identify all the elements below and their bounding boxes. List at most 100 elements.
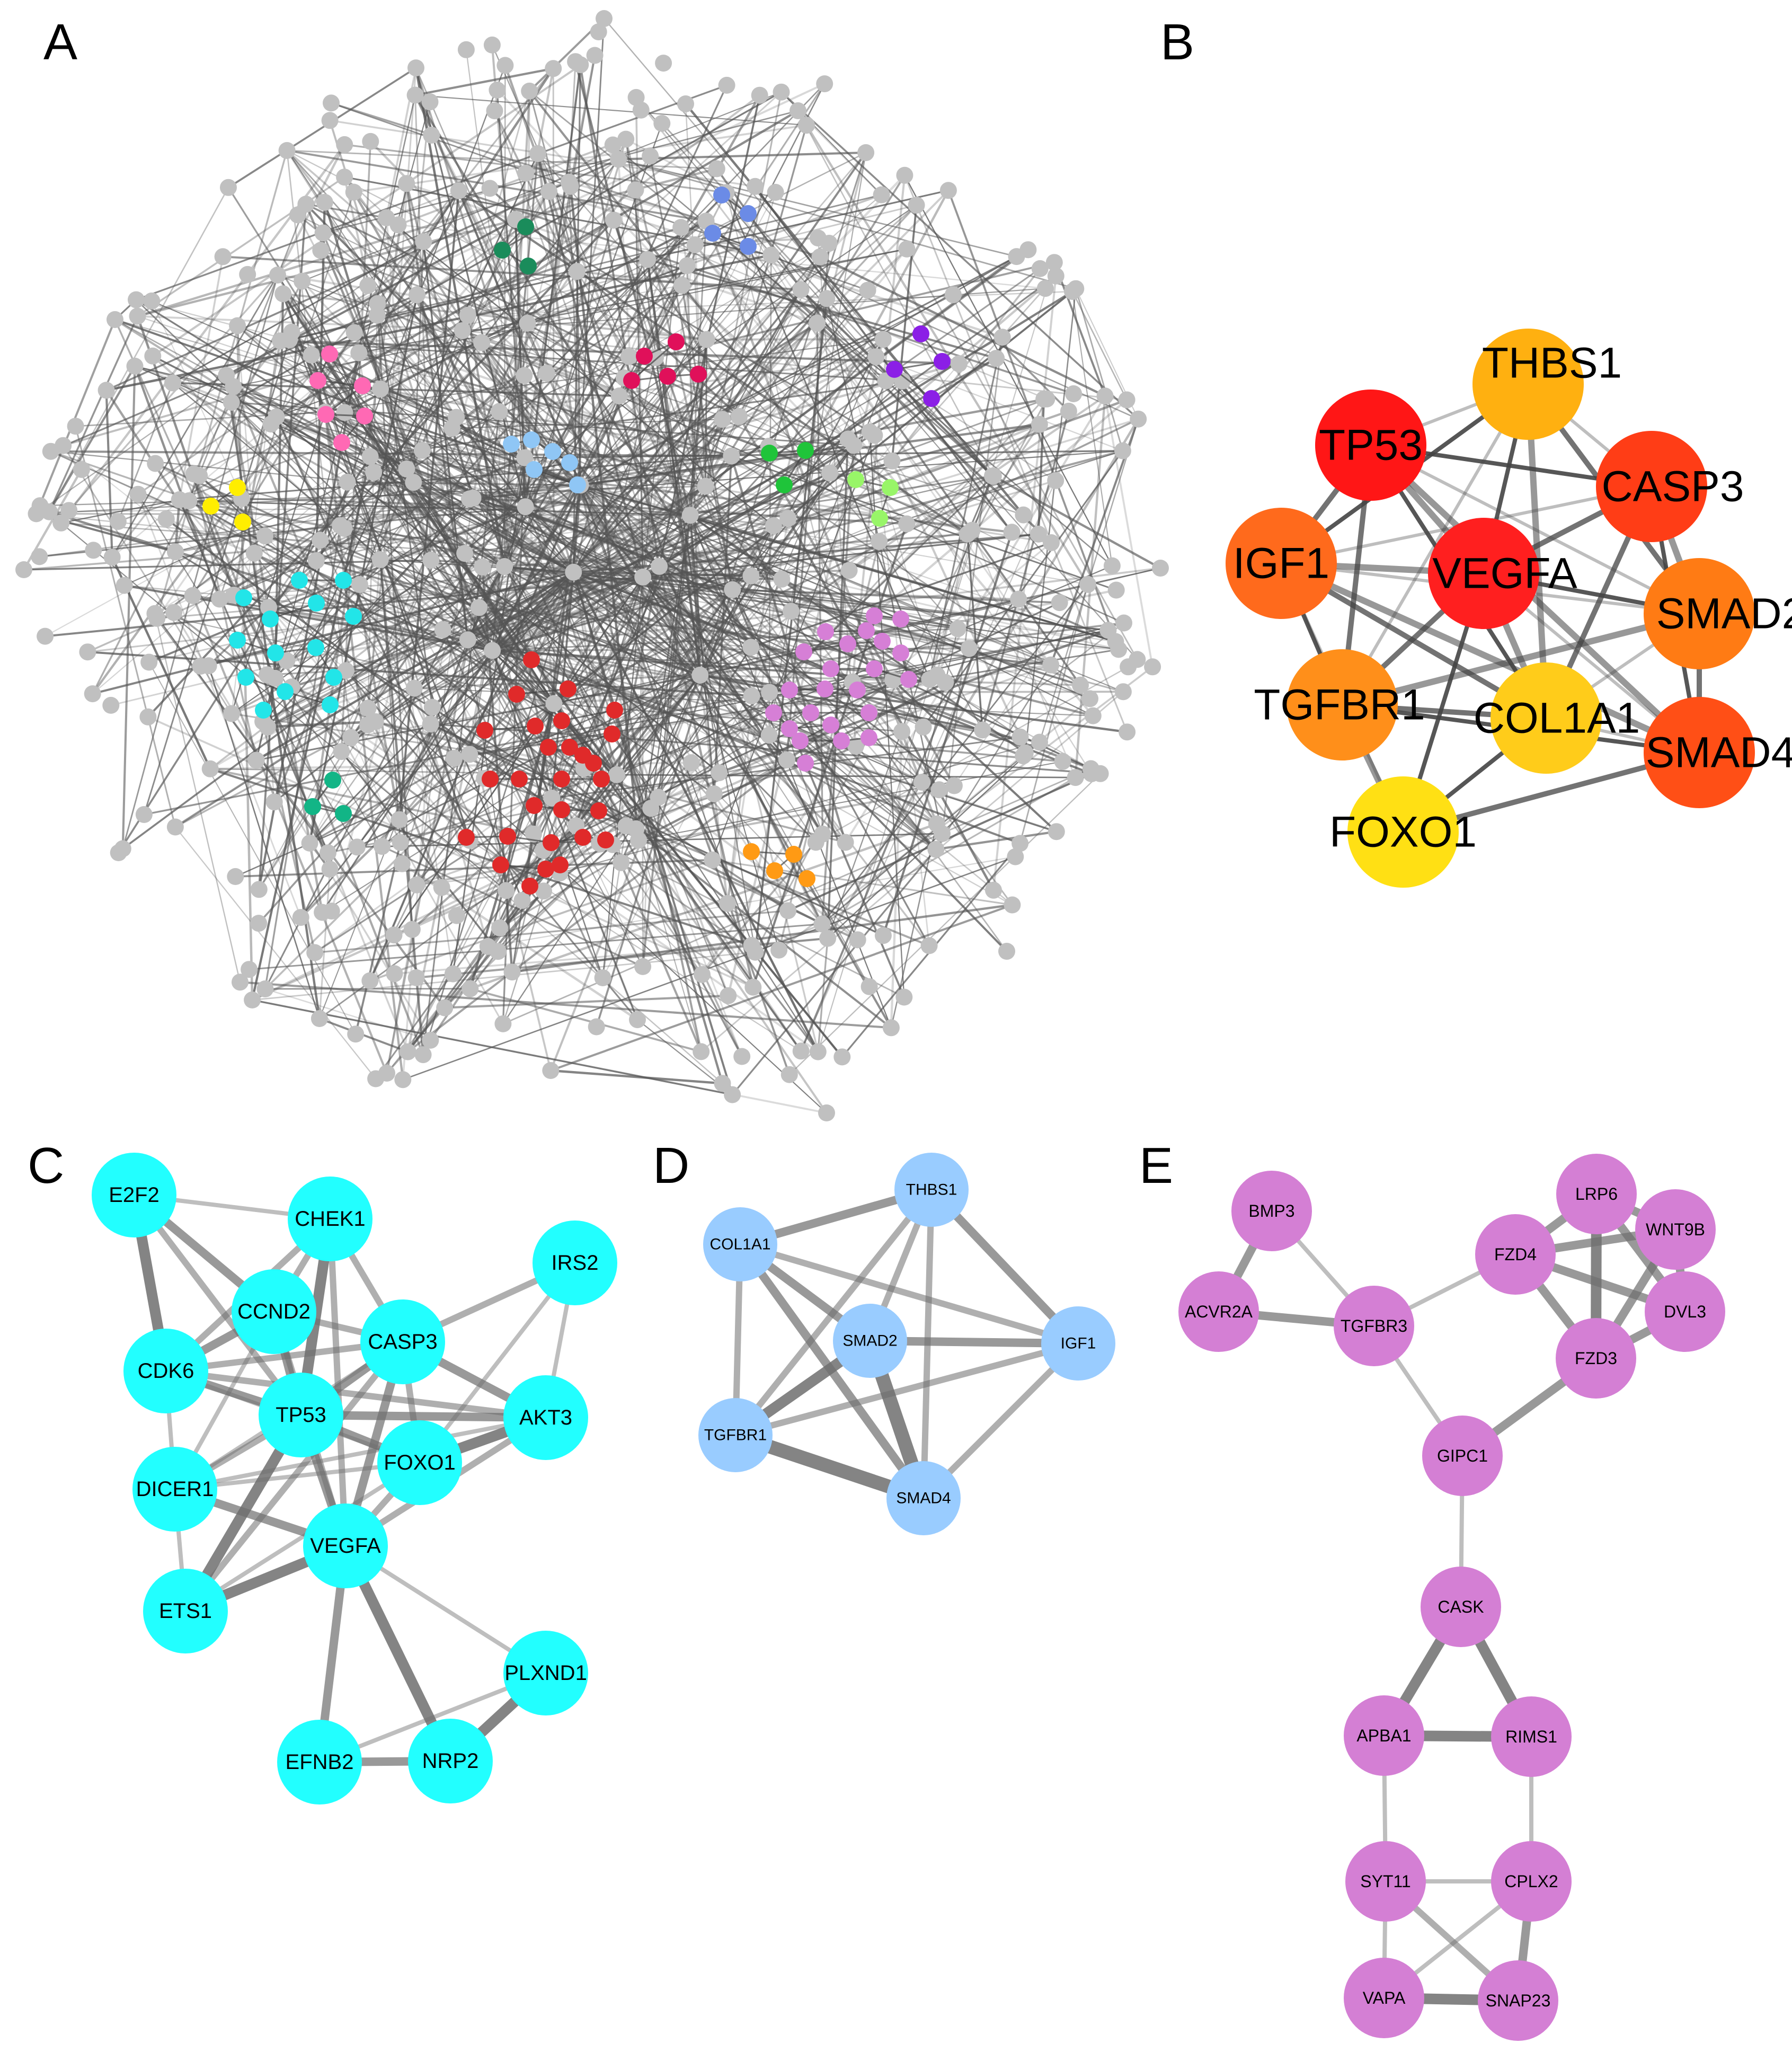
panel-e-node-acvr2a	[1178, 1271, 1259, 1352]
panel-letter-a: A	[43, 14, 77, 70]
panel-c-label-dicer1: DICER1	[136, 1478, 214, 1501]
panel-a-clusters	[202, 187, 951, 895]
panel-d-node-thbs1	[894, 1153, 969, 1227]
panel-c-edge-casp3-ets1	[183, 1340, 405, 1613]
panel-d-node-smad2	[833, 1304, 907, 1378]
panel-d-edge-col1a1-igf1	[739, 1241, 1079, 1347]
panel-c-node-casp3	[360, 1299, 445, 1384]
panel-e-label-tgfbr3: TGFBR3	[1341, 1316, 1407, 1335]
panel-b-edge-igf1-smad4	[1280, 560, 1701, 756]
panel-c-label-akt3: AKT3	[519, 1406, 572, 1429]
panel-e-network: BMP3LRP6WNT9BFZD4ACVR2ATGFBR3DVL3FZD3GIP…	[1178, 1154, 1725, 2041]
panel-c-label-plxnd1: PLXND1	[504, 1661, 587, 1685]
panel-c-label-chek1: CHEK1	[295, 1207, 365, 1231]
panel-e-node-vapa	[1344, 1958, 1424, 2038]
panel-c-label-irs2: IRS2	[552, 1251, 599, 1275]
panel-a-edges	[23, 17, 1161, 1114]
panel-c-label-vegfa: VEGFA	[310, 1534, 381, 1558]
panel-c-edge-akt3-dicer1	[174, 1416, 546, 1491]
panel-c-node-tp53	[259, 1373, 343, 1457]
panel-e-label-gipc1: GIPC1	[1437, 1446, 1488, 1465]
panel-c-node-efnb2	[277, 1720, 362, 1805]
panel-e-node-wnt9b	[1635, 1189, 1716, 1270]
panel-d-label-smad4: SMAD4	[896, 1490, 951, 1507]
panel-b-node-tp53	[1315, 390, 1426, 501]
panel-e-label-vapa: VAPA	[1363, 1988, 1406, 2007]
panel-c-node-akt3	[503, 1375, 588, 1460]
panel-b-edge-thbs1-tgfbr1	[1341, 383, 1530, 706]
panel-c-edge-foxo1-ets1	[184, 1461, 421, 1613]
panel-e-node-dvl3	[1645, 1271, 1725, 1352]
panel-b-edge-smad2-tgfbr1	[1341, 611, 1700, 708]
panel-e-node-rims1	[1491, 1696, 1572, 1777]
panel-b-label-tp53: TP53	[1319, 421, 1423, 470]
panel-a-network	[15, 10, 1169, 1121]
panel-e-label-syt11: SYT11	[1360, 1872, 1410, 1891]
panel-e-node-gipc1	[1422, 1416, 1503, 1496]
panel-e-node-syt11	[1345, 1841, 1426, 1922]
panel-b-label-foxo1: FOXO1	[1329, 808, 1477, 856]
panel-e-label-wnt9b: WNT9B	[1646, 1220, 1705, 1239]
panel-c-label-cdk6: CDK6	[138, 1359, 194, 1383]
panel-b-label-tgfbr1: TGFBR1	[1254, 681, 1425, 729]
panel-c-label-ccnd2: CCND2	[237, 1300, 311, 1323]
panel-c-node-foxo1	[377, 1420, 462, 1505]
panel-c-edge-chek1-vegfa	[327, 1218, 349, 1546]
panel-b-node-smad2	[1644, 558, 1755, 669]
panel-e-label-acvr2a: ACVR2A	[1185, 1302, 1253, 1321]
panel-c-node-irs2	[533, 1220, 617, 1305]
panel-letter-d: D	[653, 1137, 689, 1194]
panel-d-edge-thbs1-tgfbr1	[733, 1188, 934, 1437]
panel-b-label-casp3: CASP3	[1602, 463, 1744, 511]
panel-b-label-smad4: SMAD4	[1646, 729, 1792, 777]
panel-e-label-bmp3: BMP3	[1248, 1201, 1294, 1220]
panel-c-node-cdk6	[123, 1329, 208, 1413]
panel-e-label-snap23: SNAP23	[1486, 1991, 1551, 2010]
panel-b-node-vegfa	[1428, 518, 1539, 629]
panel-e-node-fzd3	[1556, 1318, 1636, 1399]
panel-b-node-thbs1	[1472, 329, 1584, 440]
panel-c-node-ets1	[143, 1569, 228, 1653]
panel-b-node-col1a1	[1491, 662, 1602, 774]
panel-c-node-vegfa	[303, 1503, 388, 1588]
panel-b-label-igf1: IGF1	[1233, 539, 1329, 588]
panel-e-label-cplx2: CPLX2	[1504, 1872, 1558, 1891]
panel-e-node-apba1	[1344, 1695, 1424, 1776]
panel-c-edge-cdk6-akt3	[165, 1368, 546, 1421]
panel-letter-b: B	[1160, 14, 1194, 70]
panel-b-node-foxo1	[1347, 776, 1459, 888]
panel-letter-e: E	[1139, 1137, 1173, 1194]
panel-c-node-ccnd2	[232, 1269, 316, 1354]
panel-d-label-col1a1: COL1A1	[709, 1236, 770, 1253]
panel-e-node-tgfbr3	[1334, 1286, 1414, 1366]
panel-c-label-e2f2: E2F2	[109, 1183, 159, 1207]
panel-e-node-fzd4	[1475, 1214, 1556, 1295]
panel-e-node-cplx2	[1491, 1841, 1572, 1922]
panel-c-label-foxo1: FOXO1	[384, 1451, 456, 1474]
panel-d-label-tgfbr1: TGFBR1	[704, 1427, 767, 1444]
panel-b-label-smad2: SMAD2	[1656, 590, 1792, 638]
panel-e-node-snap23	[1478, 1960, 1558, 2041]
panel-b-label-col1a1: COL1A1	[1474, 694, 1640, 742]
panel-b-node-tgfbr1	[1287, 649, 1398, 760]
panel-c-edge-e2f2-tp53	[131, 1193, 304, 1417]
panel-c-label-tp53: TP53	[276, 1403, 326, 1427]
panel-c-label-ets1: ETS1	[159, 1599, 212, 1623]
panel-e-label-fzd3: FZD3	[1575, 1349, 1617, 1368]
panel-e-label-rims1: RIMS1	[1505, 1727, 1557, 1746]
panel-b-label-thbs1: THBS1	[1482, 339, 1622, 387]
panel-c-node-nrp2	[408, 1719, 493, 1803]
panel-d-label-smad2: SMAD2	[842, 1332, 897, 1350]
panel-c-label-efnb2: EFNB2	[286, 1750, 354, 1774]
panel-c-node-plxnd1	[503, 1631, 588, 1715]
panel-d-edge-igf1-tgfbr1	[734, 1340, 1079, 1438]
panel-c-label-nrp2: NRP2	[422, 1749, 479, 1773]
panel-c-node-e2f2	[92, 1153, 176, 1237]
panel-b-label-vegfa: VEGFA	[1432, 550, 1577, 598]
panel-letter-c: C	[28, 1137, 64, 1194]
panel-e-node-bmp3	[1231, 1171, 1312, 1251]
